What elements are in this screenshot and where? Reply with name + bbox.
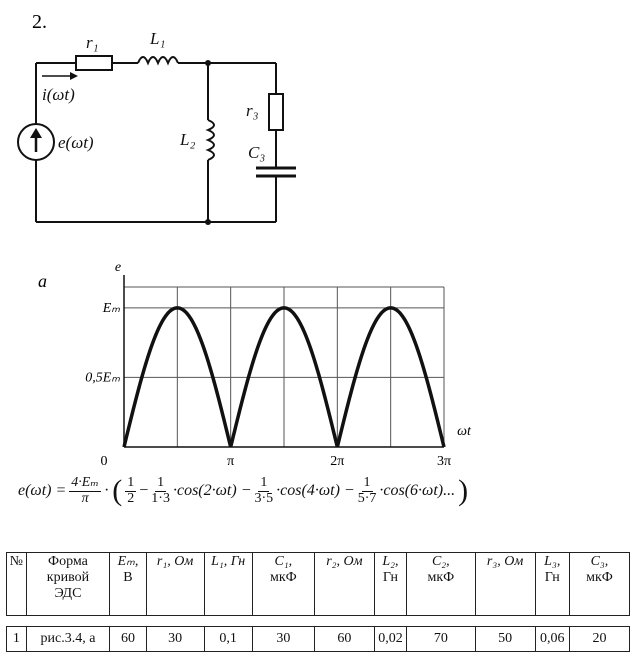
header-line: Форма xyxy=(48,554,88,569)
table-cell: 30 xyxy=(251,626,315,652)
header-line: C₁, xyxy=(274,554,293,569)
chart-series xyxy=(122,306,446,448)
x-axis-label: ωt xyxy=(457,424,472,439)
table-header-cell: r₃, Ом xyxy=(474,552,536,616)
table-header-cell: C₂,мкФ xyxy=(406,552,476,616)
table-spacer-row xyxy=(6,615,630,627)
resistor-r1 xyxy=(75,55,113,71)
table-cell: 20 xyxy=(568,626,631,652)
node-bottom xyxy=(205,219,211,225)
table-cell: 0,02 xyxy=(373,626,408,652)
header-line: B xyxy=(123,570,133,586)
table-header-cell: C₃,мкФ xyxy=(568,552,631,616)
y-tick-label: 0,5Eₘ xyxy=(85,370,120,385)
header-line: L₁, Гн xyxy=(211,554,246,569)
table-cell: 30 xyxy=(145,626,205,652)
header-line: r₃, Ом xyxy=(486,554,524,569)
table-cell: 1 xyxy=(6,626,27,652)
circuit-diagram: 2. r₁ L₁ i(ωt) e(ωt) xyxy=(17,11,296,225)
resistor-r3 xyxy=(268,93,284,131)
problem-number: 2. xyxy=(32,11,47,33)
table-cell: 60 xyxy=(313,626,375,652)
header-line: ЭДС xyxy=(54,586,82,602)
header-line: C₃, xyxy=(590,554,609,569)
chart-labels: 0 π 2π 3π 0,5Eₘ Eₘ e ωt xyxy=(85,260,472,469)
label-source: e(ωt) xyxy=(58,133,94,152)
table-header-cell: № xyxy=(6,552,27,616)
header-line: Гн xyxy=(382,570,398,586)
table-header-cell: L₂,Гн xyxy=(373,552,408,616)
waveform-chart: a 0 π 2π 3π 0,5Eₘ Eₘ e ωt xyxy=(38,260,472,469)
y-tick-label: Eₘ xyxy=(102,301,121,316)
x-tick-label: π xyxy=(227,454,234,469)
header-line: Eₘ, xyxy=(117,554,139,569)
label-l2: L₂ xyxy=(179,130,195,149)
header-line: № xyxy=(9,554,24,569)
table-cell: 60 xyxy=(109,626,147,652)
header-line: мкФ xyxy=(586,570,613,586)
node-top xyxy=(205,60,211,66)
header-line: кривой xyxy=(46,570,90,586)
header-line: мкФ xyxy=(427,570,455,586)
x-tick-label: 0 xyxy=(101,454,108,469)
formula-term-half: 1 2 xyxy=(125,475,137,506)
header-line: r₂, Ом xyxy=(326,554,363,569)
table-header-cell: Eₘ,B xyxy=(109,552,147,616)
table-header-cell: L₁, Гн xyxy=(203,552,253,616)
table-header-cell: r₂, Ом xyxy=(313,552,375,616)
source-arrowhead-icon xyxy=(30,128,42,138)
table-cell: 0,06 xyxy=(534,626,570,652)
table-cell: 50 xyxy=(474,626,536,652)
formula-term-1: 1 1·3 xyxy=(151,475,170,506)
fourier-formula: e(ωt) = 4·Eₘ π · ( 1 2 − 1 1·3 ·cos(2·ωt… xyxy=(18,474,469,508)
header-line: L₃, xyxy=(544,554,561,569)
label-r3: r₃ xyxy=(246,101,259,120)
header-line: мкФ xyxy=(269,570,297,586)
header-line: L₂, xyxy=(382,554,399,569)
label-current: i(ωt) xyxy=(42,85,75,104)
header-line: r₁, Ом xyxy=(156,554,194,569)
x-tick-label: 3π xyxy=(437,454,451,469)
current-arrowhead-icon xyxy=(70,72,78,80)
inductor-l1 xyxy=(137,56,179,66)
formula-term-2: 1 3·5 xyxy=(254,475,274,506)
chart-axes xyxy=(123,275,445,448)
table-cell: 0,1 xyxy=(203,626,253,652)
header-line: Гн xyxy=(544,570,560,586)
table-header-cell: C₁,мкФ xyxy=(251,552,315,616)
table-cell: 70 xyxy=(406,626,476,652)
x-tick-label: 2π xyxy=(330,454,344,469)
series-line xyxy=(122,306,446,448)
formula-coefficient: 4·Eₘ π xyxy=(69,475,101,506)
figure-label: a xyxy=(38,271,47,291)
label-r1: r₁ xyxy=(86,33,99,52)
label-c3: C₃ xyxy=(248,143,265,162)
table-header-cell: L₃,Гн xyxy=(534,552,570,616)
label-l1: L₁ xyxy=(149,29,165,48)
inductor-l2 xyxy=(205,119,215,161)
y-axis-label: e xyxy=(115,260,121,275)
formula-term-3: 1 5·7 xyxy=(357,475,377,506)
table-header-cell: r₁, Ом xyxy=(145,552,205,616)
table-cell: рис.3.4, а xyxy=(25,626,111,652)
formula-lhs: e(ωt) = xyxy=(18,482,67,500)
header-line: C₂, xyxy=(431,554,450,569)
